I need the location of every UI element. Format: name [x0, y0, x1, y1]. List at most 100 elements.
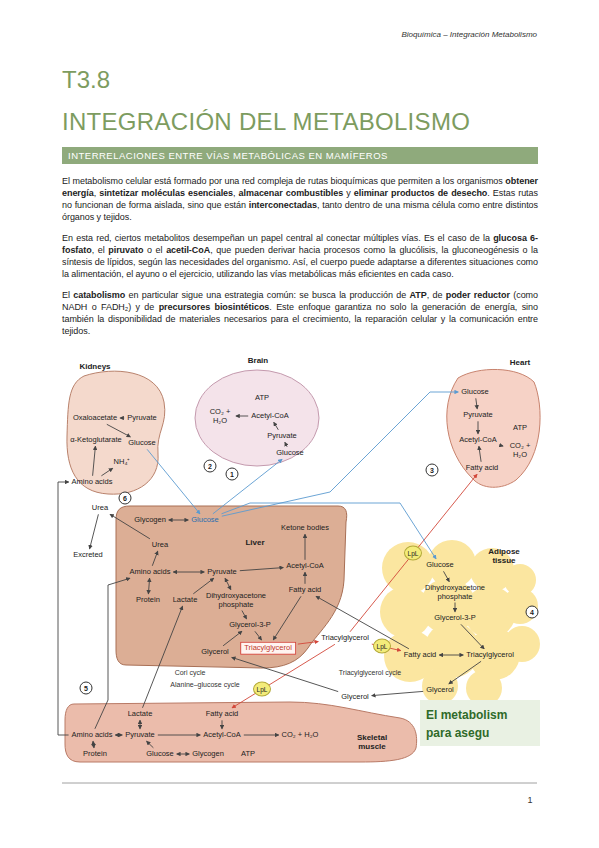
metabolite-name: Glucose [128, 438, 156, 447]
metabolite-name: Protein [83, 749, 107, 758]
metabolite-name: Glucose [426, 560, 454, 569]
pathway-arrow [305, 572, 306, 584]
metabolite-name: Glucose [146, 749, 174, 758]
body-text: , el [92, 245, 109, 255]
organ-shape [65, 702, 417, 762]
metabolite-label: ATP [254, 394, 270, 403]
metabolite-name: Acetyl-CoA [203, 730, 241, 739]
organ-name: Heart [510, 358, 530, 367]
muscle-organ: Skeletal muscleLactateFatty acidAmino ac… [60, 696, 420, 766]
metabolite-label: ATP [512, 424, 528, 433]
metabolite-label: CO₂ + H₂O [206, 408, 234, 425]
liver-organ: LiverGlycogenGlucoseKetone bodiesUreaAmi… [112, 502, 348, 670]
metabolite-label: NH₄⁺ [113, 458, 132, 467]
adipose-organ: Adipose tissueGlucoseDihydroxyacetone ph… [380, 540, 540, 705]
metabolite-label: Dihydroxyacetone phosphate [423, 584, 487, 601]
metabolite-name: Dihydroxyacetone phosphate [425, 583, 485, 601]
metabolite-label: Acetyl-CoA [250, 412, 290, 421]
metabolite-label: Amino acids [71, 478, 114, 487]
paragraph: El catabolismo en particular sigue una e… [62, 289, 538, 337]
callout-number: 5 [80, 682, 93, 695]
metabolite-name: Pyruvate [267, 431, 297, 440]
metabolite-label: Glycerol [340, 693, 370, 702]
metabolite-name: Pyruvate [125, 730, 155, 739]
pathway-arrow [173, 572, 204, 573]
pathway-arrow [439, 655, 463, 656]
metabolite-name: Acetyl-CoA [251, 411, 289, 420]
metabolite-label: Glycerol [200, 648, 230, 657]
pathway-arrow [90, 514, 99, 549]
pathway-arrow [222, 720, 223, 729]
enzyme-badge: LpL [253, 682, 271, 697]
metabolite-label: Amino acids [71, 731, 114, 740]
metabolite-name: Amino acids [72, 730, 113, 739]
organ-shape [195, 370, 319, 466]
metabolite-label: Lactate [127, 710, 154, 719]
metabolite-label: Glycogen [191, 750, 225, 759]
pathway-arrow [177, 754, 189, 755]
paragraph: El metabolismo celular está formado por … [62, 175, 538, 223]
metabolite-name: Acetyl-CoA [286, 561, 324, 570]
metabolite-label: Triacylglycerol [240, 642, 296, 655]
metabolite-name: Lactate [128, 709, 153, 718]
metabolite-name: ATP [513, 423, 527, 432]
body-text: o el [143, 245, 166, 255]
organ-name: Liver [245, 538, 264, 547]
metabolite-name: Ketone bodies [281, 523, 329, 532]
body-text: , de [427, 290, 446, 300]
pathway-arrow [244, 735, 279, 736]
pathway-arrow [115, 735, 122, 736]
metabolite-name: Amino acids [72, 477, 113, 486]
page-number: 1 [527, 795, 532, 805]
metabolite-label: Excreted [72, 551, 104, 560]
metabolite-label: Pyruvate [206, 568, 238, 577]
running-header: Bioquímica – Integración Metabolismo [300, 30, 537, 39]
callout-number: 6 [119, 492, 132, 505]
body-text: y [343, 188, 354, 198]
metabolite-name: Glycogen [192, 749, 224, 758]
metabolite-name: Pyruvate [207, 567, 237, 576]
footer-rule [62, 783, 537, 784]
pathway-arrow [236, 416, 248, 417]
metabolite-name: Glucose [461, 387, 489, 396]
page-title: T3.8 [62, 66, 110, 94]
pathway-arrow [169, 520, 188, 521]
cycle-label: Cori cycle [175, 669, 206, 676]
metabolite-label: Glucose [127, 439, 157, 448]
enzyme-badge: LpL [373, 639, 391, 654]
cycle-label: Alanine–glucose cycle [170, 681, 239, 688]
metabolite-label: Acetyl-CoA [202, 731, 242, 740]
body-text: El [62, 290, 73, 300]
metabolite-name: Oxaloacetate [73, 413, 117, 422]
paragraph: En esta red, ciertos metabolitos desempe… [62, 232, 538, 280]
bold-text: catabolismo [73, 290, 125, 300]
metabolite-name: Pyruvate [127, 413, 157, 422]
metabolite-name: Amino acids [130, 567, 171, 576]
pathway-arrow [372, 691, 423, 695]
brain-organ: BrainCO₂ + H₂OATPAcetyl-CoAPyruvateGluco… [190, 354, 325, 469]
organ-name: Brain [248, 356, 268, 365]
metabolite-label: Glycerol-3-P [228, 621, 272, 630]
metabolite-label: Oxaloacetate [72, 414, 118, 423]
callout-number: 2 [204, 460, 217, 473]
metabolite-name: Fatty acid [206, 709, 239, 718]
metabolite-label: Urea [91, 504, 109, 513]
metabolite-name: Dihydroxyacetone phosphate [206, 591, 266, 609]
organ-name: Adipose tissue [480, 547, 528, 565]
metabolite-label: Glycerol-3-P [433, 614, 477, 623]
metabolite-label: Urea [151, 541, 169, 550]
cycle-label: Triacylglycerol cycle [339, 669, 401, 676]
metabolite-label: Fatty acid [288, 586, 323, 595]
body-text: El metabolismo celular está formado por … [62, 176, 505, 186]
metabolite-label: Fatty acid [465, 464, 500, 473]
bold-text: sintetizar moléculas esenciales [99, 188, 233, 198]
metabolite-label: Protein [82, 750, 108, 759]
metabolite-label: Protein [135, 596, 161, 605]
metabolite-label: Triacylglycerol [465, 651, 515, 660]
page-title: INTEGRACIÓN DEL METABOLISMO [62, 108, 470, 136]
callout-number: 4 [526, 606, 539, 619]
metabolite-name: Urea [92, 503, 108, 512]
metabolite-label: Dihydroxyacetone phosphate [204, 592, 268, 609]
pathway-arrow [158, 735, 200, 736]
